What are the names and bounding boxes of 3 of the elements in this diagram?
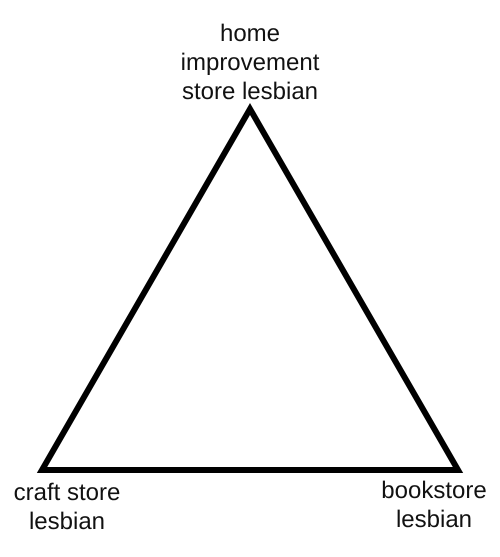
vertex-label: craft store lesbian <box>12 478 122 536</box>
vertex-label: bookstore lesbian <box>380 476 488 534</box>
vertex-label: home improvement store lesbian <box>180 19 320 106</box>
